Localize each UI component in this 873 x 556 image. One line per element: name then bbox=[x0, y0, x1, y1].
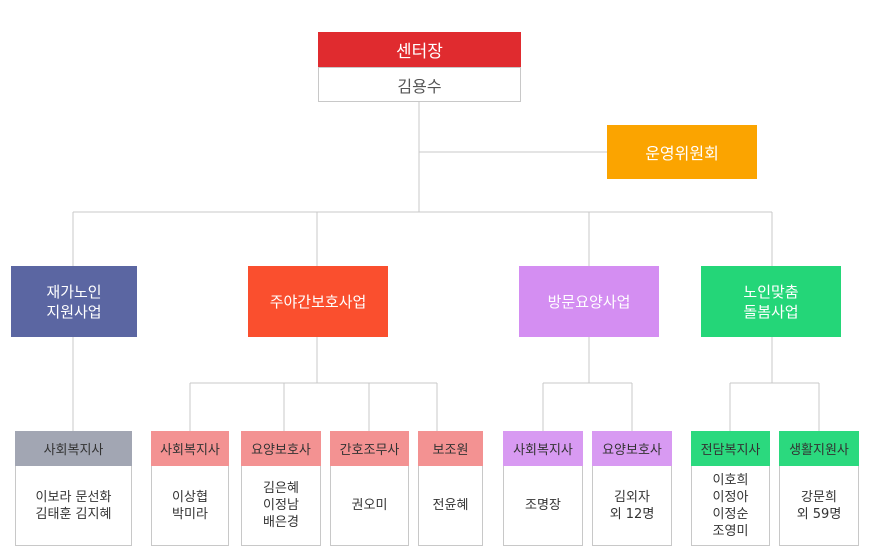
staff-box-life-support-worker: 생활지원사 강문희 외 59명 bbox=[779, 431, 859, 546]
staff-box-social-worker-3: 사회복지사 조명장 bbox=[503, 431, 583, 546]
program-label-line1: 노인맞춤 bbox=[743, 282, 799, 301]
staff-role: 요양보호사 bbox=[241, 431, 321, 466]
staff-box-care-worker-1: 요양보호사 김은혜 이정남 배은경 bbox=[241, 431, 321, 546]
staff-box-care-worker-2: 요양보호사 김외자 외 12명 bbox=[592, 431, 672, 546]
program-label-line1: 재가노인 bbox=[46, 282, 102, 301]
staff-box-social-worker-2: 사회복지사 이상협 박미라 bbox=[151, 431, 229, 546]
staff-box-social-worker-1: 사회복지사 이보라 문선화 김태훈 김지혜 bbox=[15, 431, 132, 546]
staff-box-assistant: 보조원 전윤혜 bbox=[418, 431, 483, 546]
operating-committee: 운영위원회 bbox=[607, 125, 757, 179]
staff-role: 전담복지사 bbox=[691, 431, 770, 466]
staff-names: 권오미 bbox=[330, 466, 409, 546]
staff-role: 사회복지사 bbox=[503, 431, 583, 466]
staff-box-dedicated-social-worker: 전담복지사 이호희 이정아 이정순 조영미 bbox=[691, 431, 770, 546]
staff-names: 이보라 문선화 김태훈 김지혜 bbox=[15, 466, 132, 546]
staff-names: 조명장 bbox=[503, 466, 583, 546]
program-label-line2: 돌봄사업 bbox=[743, 302, 799, 321]
staff-role: 사회복지사 bbox=[15, 431, 132, 466]
staff-names: 강문희 외 59명 bbox=[779, 466, 859, 546]
program-label: 주야간보호사업 bbox=[269, 292, 367, 311]
program-label-line2: 지원사업 bbox=[46, 302, 102, 321]
director-title: 센터장 bbox=[318, 32, 521, 67]
staff-role: 간호조무사 bbox=[330, 431, 409, 466]
program-label: 방문요양사업 bbox=[547, 292, 631, 311]
staff-role: 생활지원사 bbox=[779, 431, 859, 466]
staff-names: 이상협 박미라 bbox=[151, 466, 229, 546]
staff-names: 전윤혜 bbox=[418, 466, 483, 546]
program-day-night-care: 주야간보호사업 bbox=[248, 266, 388, 337]
staff-role: 요양보호사 bbox=[592, 431, 672, 466]
staff-role: 사회복지사 bbox=[151, 431, 229, 466]
director-name: 김용수 bbox=[318, 67, 521, 102]
program-home-visit-care: 방문요양사업 bbox=[519, 266, 659, 337]
staff-box-nurse-aide: 간호조무사 권오미 bbox=[330, 431, 409, 546]
staff-names: 이호희 이정아 이정순 조영미 bbox=[691, 466, 770, 546]
staff-role: 보조원 bbox=[418, 431, 483, 466]
staff-names: 김외자 외 12명 bbox=[592, 466, 672, 546]
staff-names: 김은혜 이정남 배은경 bbox=[241, 466, 321, 546]
